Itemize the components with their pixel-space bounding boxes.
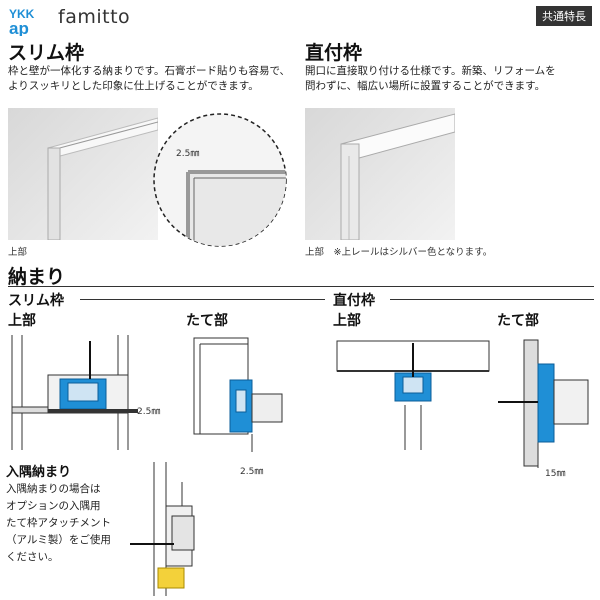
slim-side-drawing [190,334,290,454]
ykk-ap-logo: YKK ap [8,6,50,38]
slim-top-drawing [8,335,183,450]
slim-osamari-label: スリム枠 [8,293,64,309]
direct-frame-photo [305,108,456,241]
logo-top-text: YKK [9,7,35,21]
corner-title: 入隅納まり [6,465,72,480]
corner-line4: （アルミ製）をご使用 [6,534,111,546]
slim-side-dimension: 2.5㎜ [240,467,264,477]
direct-side-drawing [498,334,594,474]
osamari-title: 納まり [8,266,66,288]
direct-frame-title: 直付枠 [305,42,363,64]
slim-label-rule [80,299,325,300]
direct-side-dimension: 15㎜ [545,469,566,479]
corner-line3: たて枠アタッチメント [6,517,111,529]
direct-top-drawing [333,335,493,450]
slim-frame-photo [8,108,159,241]
slim-frame-desc: 枠と壁が一体化する納まりです。石膏ボード貼りも容易で、 よりスッキリとした印象に… [8,64,300,94]
slim-photo-caption: 上部 [8,247,28,258]
slim-detail-dimension: 2.5㎜ [176,149,200,159]
slim-detail-circle [150,110,290,250]
slim-desc-line1: 枠と壁が一体化する納まりです。石膏ボード貼りも容易で、 [8,65,291,77]
brand-name: famitto [58,6,131,28]
slim-top-dimension: 2.5㎜ [137,407,161,417]
slim-top-label: 上部 [8,313,36,329]
corner-line1: 入隅納まりの場合は [6,483,101,495]
direct-osamari-label: 直付枠 [333,293,375,309]
corner-line2: オプションの入隅用 [6,500,101,512]
direct-label-rule [390,299,594,300]
direct-photo-caption: 上部 ※上レールはシルバー色となります。 [305,247,493,258]
direct-desc-line2: 問わずに、幅広い場所に設置することができます。 [305,80,546,92]
direct-top-label: 上部 [333,313,361,329]
slim-side-label: たて部 [186,313,228,329]
slim-frame-title: スリム枠 [8,42,85,64]
slim-desc-line2: よりスッキリとした印象に仕上げることができます。 [8,80,259,92]
corner-drawing [130,462,220,596]
logo-bottom-text: ap [9,19,29,36]
corner-line5: ください。 [6,551,59,563]
direct-side-label: たて部 [497,313,539,329]
osamari-rule [8,286,594,287]
direct-desc-line1: 開口に直接取り付ける仕様です。新築、リフォームを [305,65,556,77]
direct-frame-desc: 開口に直接取り付ける仕様です。新築、リフォームを 問わずに、幅広い場所に設置する… [305,64,595,94]
corner-desc: 入隅納まりの場合は オプションの入隅用 たて枠アタッチメント （アルミ製）をご使… [6,481,146,566]
common-feature-badge: 共通特長 [536,6,592,26]
